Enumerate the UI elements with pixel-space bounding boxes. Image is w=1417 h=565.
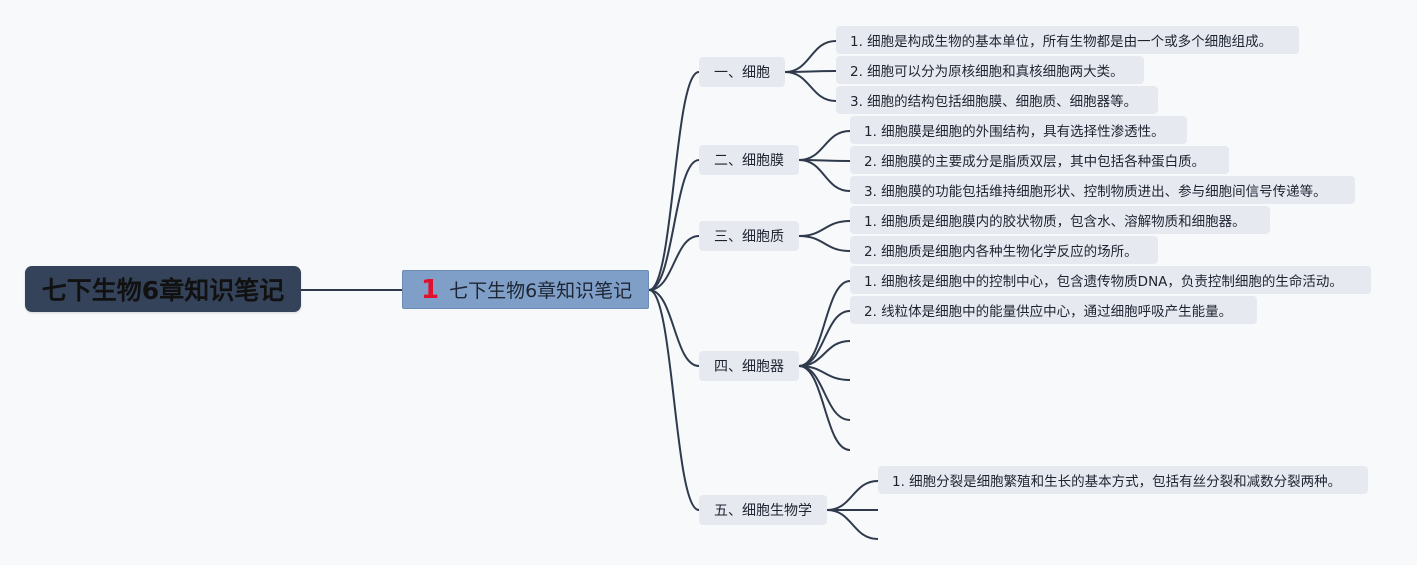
section-label: 五、细胞生物学 <box>714 503 812 519</box>
leaf-note[interactable]: 1. 细胞分裂是细胞繁殖和生长的基本方式，包括有丝分裂和减数分裂两种。 <box>878 466 1368 494</box>
leaf-note-text: 1. 细胞膜是细胞的外围结构，具有选择性渗透性。 <box>864 124 1165 140</box>
section-node[interactable]: 三、细胞质 <box>699 221 799 251</box>
leaf-note[interactable]: 2. 线粒体是细胞中的能量供应中心，通过细胞呼吸产生能量。 <box>850 296 1257 324</box>
section-connector <box>648 235 700 291</box>
leaf-note[interactable]: 1. 细胞核是细胞中的控制中心，包含遗传物质DNA，负责控制细胞的生命活动。 <box>850 266 1371 294</box>
section-label: 三、细胞质 <box>714 229 784 245</box>
section-connector <box>648 159 700 291</box>
leaf-note[interactable]: 3. 细胞膜的功能包括维持细胞形状、控制物质进出、参与细胞间信号传递等。 <box>850 176 1355 204</box>
leaf-connector <box>798 130 851 161</box>
leaf-note[interactable]: 1. 细胞是构成生物的基本单位，所有生物都是由一个或多个细胞组成。 <box>836 26 1299 54</box>
leaf-note-text: 2. 细胞膜的主要成分是脂质双层，其中包括各种蛋白质。 <box>864 154 1206 170</box>
leaf-connector <box>798 159 851 192</box>
leaf-note[interactable]: 1. 细胞质是细胞膜内的胶状物质，包含水、溶解物质和细胞器。 <box>850 206 1270 234</box>
section-node[interactable]: 四、细胞器 <box>699 351 799 381</box>
root-topic-label: 七下生物6章知识笔记 <box>41 276 285 305</box>
section-label: 二、细胞膜 <box>714 153 784 169</box>
leaf-note-text: 2. 细胞可以分为原核细胞和真核细胞两大类。 <box>850 64 1124 80</box>
leaf-connector <box>826 480 879 511</box>
section-node[interactable]: 一、细胞 <box>699 57 785 87</box>
leaf-note[interactable]: 2. 细胞可以分为原核细胞和真核细胞两大类。 <box>836 56 1144 84</box>
main-topic-label: 七下生物6章知识笔记 <box>449 280 633 302</box>
main-topic[interactable]: 1 七下生物6章知识笔记 <box>402 270 649 309</box>
leaf-note-text: 2. 线粒体是细胞中的能量供应中心，通过细胞呼吸产生能量。 <box>864 304 1233 320</box>
topic-number-marker: 1 <box>421 274 440 305</box>
leaf-note-text: 3. 细胞膜的功能包括维持细胞形状、控制物质进出、参与细胞间信号传递等。 <box>864 184 1327 200</box>
section-label: 一、细胞 <box>714 65 770 81</box>
leaf-note-text: 1. 细胞核是细胞中的控制中心，包含遗传物质DNA，负责控制细胞的生命活动。 <box>864 274 1343 290</box>
leaf-note-text: 1. 细胞是构成生物的基本单位，所有生物都是由一个或多个细胞组成。 <box>850 34 1273 50</box>
leaf-connector <box>798 220 851 237</box>
section-connector <box>648 71 700 291</box>
leaf-connector <box>798 280 851 367</box>
leaf-connector <box>784 70 837 73</box>
leaf-connector <box>784 71 837 102</box>
leaf-connector <box>784 40 837 73</box>
leaf-note[interactable]: 2. 细胞质是细胞内各种生物化学反应的场所。 <box>850 236 1158 264</box>
leaf-note[interactable]: 3. 细胞的结构包括细胞膜、细胞质、细胞器等。 <box>836 86 1158 114</box>
leaf-note-text: 1. 细胞分裂是细胞繁殖和生长的基本方式，包括有丝分裂和减数分裂两种。 <box>892 474 1342 490</box>
leaf-note-text: 1. 细胞质是细胞膜内的胶状物质，包含水、溶解物质和细胞器。 <box>864 214 1246 230</box>
leaf-connector <box>798 365 851 451</box>
leaf-connector <box>798 235 851 252</box>
leaf-note-text: 2. 细胞质是细胞内各种生物化学反应的场所。 <box>864 244 1138 260</box>
section-node[interactable]: 五、细胞生物学 <box>699 495 827 525</box>
leaf-connector <box>798 310 851 367</box>
leaf-connector <box>826 509 879 540</box>
leaf-note[interactable]: 2. 细胞膜的主要成分是脂质双层，其中包括各种蛋白质。 <box>850 146 1229 174</box>
leaf-note-text: 3. 细胞的结构包括细胞膜、细胞质、细胞器等。 <box>850 94 1138 110</box>
root-topic[interactable]: 七下生物6章知识笔记 <box>25 266 301 312</box>
section-connector <box>648 289 700 511</box>
section-connector <box>648 289 700 367</box>
section-label: 四、细胞器 <box>714 359 784 375</box>
leaf-note[interactable]: 1. 细胞膜是细胞的外围结构，具有选择性渗透性。 <box>850 116 1187 144</box>
leaf-connector <box>798 340 851 367</box>
section-node[interactable]: 二、细胞膜 <box>699 145 799 175</box>
